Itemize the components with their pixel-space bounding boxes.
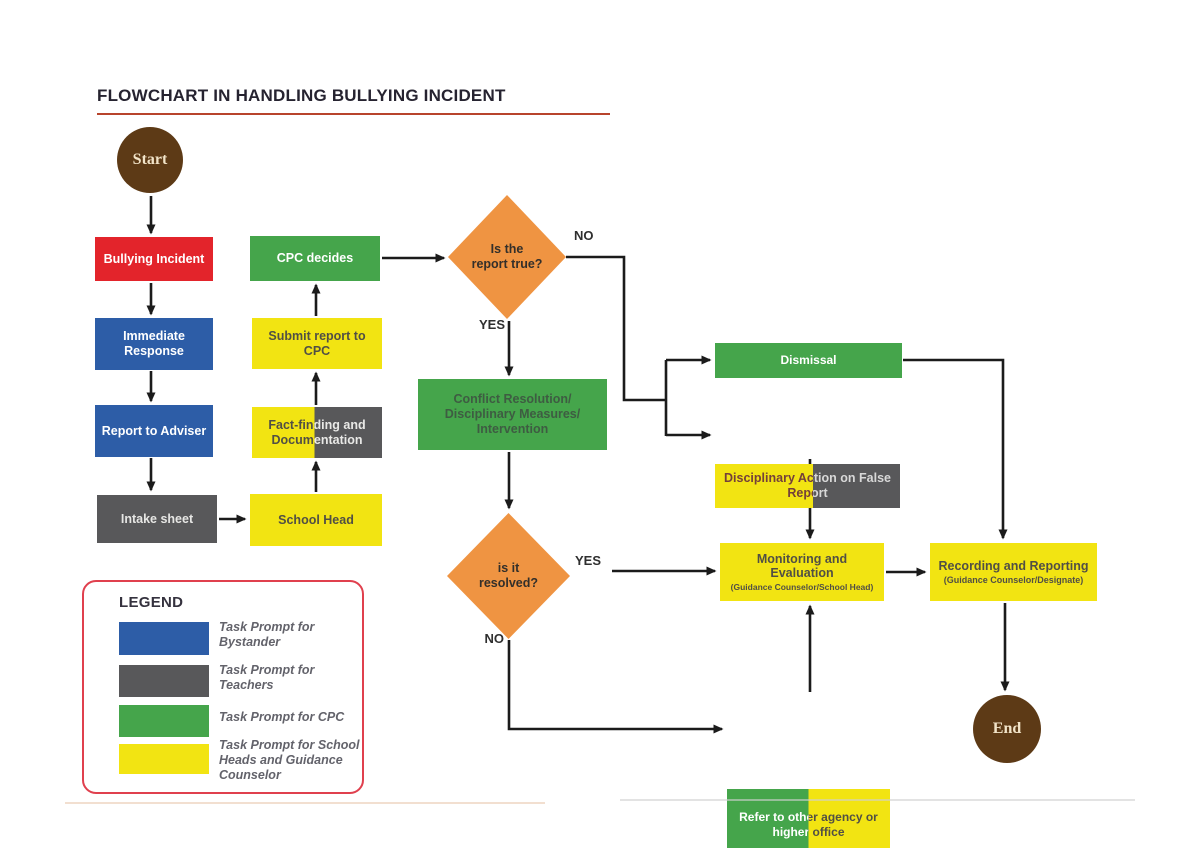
intake-sheet-node: Intake sheet — [97, 495, 217, 543]
legend-label-bystander: Task Prompt for Bystander — [219, 620, 315, 649]
intake-sheet-label: Intake sheet — [120, 511, 194, 526]
recording-reporting-node: Recording and Reporting (Guidance Counse… — [930, 543, 1097, 601]
start-label: Start — [132, 151, 168, 168]
legend-box: LEGEND Task Prompt for Bystander Task Pr… — [82, 580, 364, 794]
legend-label-school-heads: Task Prompt for School Heads and Guidanc… — [219, 738, 360, 782]
school-head-label: School Head — [278, 512, 354, 527]
connector-resolved-no-refer — [507, 640, 724, 734]
is-report-true-label: Is the report true? — [471, 242, 543, 271]
refer-agency-label-overlay: Refer to other agency or higher office — [739, 810, 878, 839]
conflict-resolution-label: Conflict Resolution/ Disciplinary Measur… — [444, 392, 581, 436]
monitoring-evaluation-label: Monitoring and Evaluation — [756, 551, 848, 581]
recording-reporting-label: Recording and Reporting — [938, 558, 1089, 573]
report-true-no-label: NO — [574, 228, 594, 243]
submit-report-label: Submit report to CPC — [268, 328, 366, 358]
refer-agency-node: Refer to other agency or higher office R… — [727, 789, 890, 848]
bullying-incident-label: Bullying Incident — [103, 251, 205, 266]
page-edge-line-left — [65, 802, 545, 804]
fact-finding-label: Fact-finding and Documentation — [268, 417, 366, 447]
page-edge-line-right — [620, 799, 1135, 801]
monitoring-evaluation-node: Monitoring and Evaluation (Guidance Coun… — [720, 543, 884, 601]
start-node: Start — [117, 127, 183, 193]
is-it-resolved-label: is it resolved? — [478, 561, 539, 590]
fact-finding-node: Fact-finding and Documentation Fact-find… — [252, 407, 382, 458]
legend-swatch-bystander — [119, 622, 209, 655]
refer-agency-label: Refer to other agency or higher office — [739, 810, 878, 839]
legend-swatch-teachers — [119, 665, 209, 697]
conflict-resolution-node: Conflict Resolution/ Disciplinary Measur… — [418, 379, 607, 450]
monitoring-evaluation-subtitle: (Guidance Counselor/School Head) — [730, 582, 874, 593]
cpc-decides-node: CPC decides — [250, 236, 380, 281]
page-title: FLOWCHART IN HANDLING BULLYING INCIDENT — [97, 86, 506, 105]
legend-label-teachers: Task Prompt for Teachers — [219, 663, 315, 692]
end-node: End — [973, 695, 1041, 763]
report-to-adviser-node: Report to Adviser — [95, 405, 213, 457]
report-to-adviser-label: Report to Adviser — [101, 423, 207, 438]
bullying-incident-node: Bullying Incident — [95, 237, 213, 281]
disciplinary-action-label: Disciplinary Action on False Report — [724, 471, 891, 500]
connector-no-branch-trunk — [566, 255, 668, 436]
disciplinary-action-label-overlay: Disciplinary Action on False Report — [724, 471, 891, 500]
report-true-yes-label: YES — [478, 317, 505, 332]
resolved-no-label: NO — [484, 631, 505, 646]
legend-heading: LEGEND — [119, 594, 184, 611]
dismissal-label: Dismissal — [780, 353, 837, 368]
legend-swatch-cpc — [119, 705, 209, 737]
legend-label-cpc: Task Prompt for CPC — [219, 710, 345, 724]
connector-dismissal-recording — [903, 358, 1008, 540]
recording-reporting-subtitle: (Guidance Counselor/Designate) — [943, 574, 1084, 585]
title-underline — [97, 113, 610, 115]
immediate-response-label: Immediate Response — [123, 329, 185, 358]
fact-finding-label-overlay: Fact-finding and Documentation — [268, 417, 366, 447]
resolved-yes-label: YES — [575, 553, 602, 568]
dismissal-node: Dismissal — [715, 343, 902, 378]
school-head-node: School Head — [250, 494, 382, 546]
disciplinary-action-node: Disciplinary Action on False Report Disc… — [715, 464, 900, 508]
legend-swatch-school-heads — [119, 744, 209, 774]
cpc-decides-label: CPC decides — [276, 251, 354, 266]
end-label: End — [992, 720, 1022, 737]
submit-report-node: Submit report to CPC — [252, 318, 382, 369]
immediate-response-node: Immediate Response — [95, 318, 213, 370]
